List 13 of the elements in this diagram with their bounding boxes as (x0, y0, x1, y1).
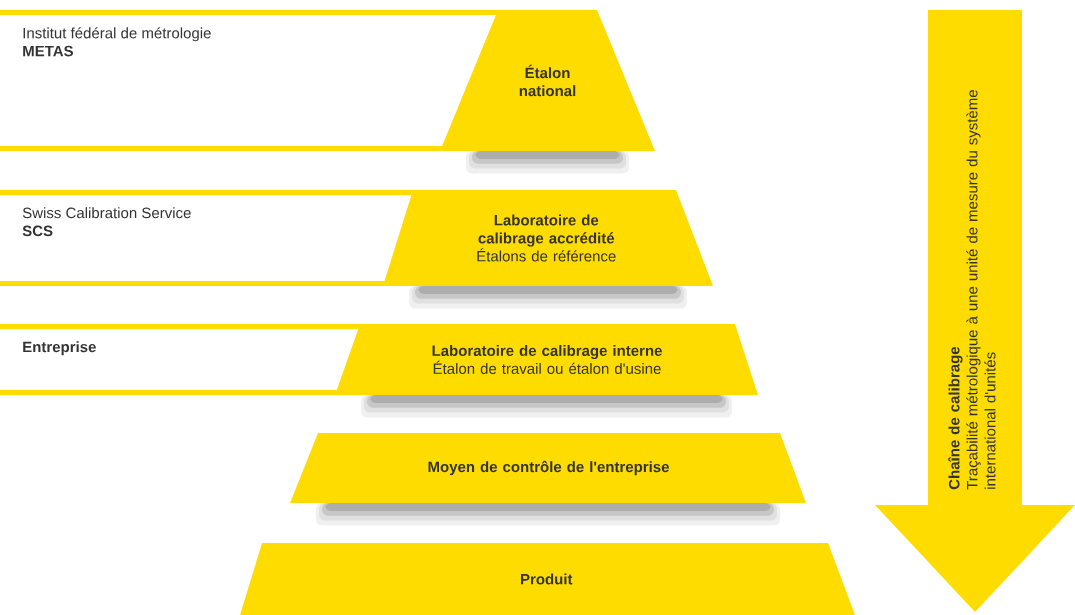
pyramid-tier: Produit (240, 543, 855, 615)
pyramid-tier: Laboratoire de calibrage interne Étalon de travail ou étalon d'usine (335, 324, 758, 418)
node-label: SCS (22, 225, 53, 237)
node-label: METAS (23, 45, 74, 57)
label-panel: Swiss Calibration Service SCS (0, 190, 428, 286)
label-panel: Entreprise (0, 324, 371, 395)
pyramid-tier: Moyen de contrôle de l'entreprise (290, 433, 806, 526)
node-label: Institut fédéral de métrologie (23, 27, 211, 42)
node-label: Entreprise (23, 341, 96, 356)
label-panel: Institut fédéral de métrologie METAS (0, 10, 507, 151)
pyramid-tier: Étalon national (440, 10, 655, 174)
node-label: Swiss Calibration Service (22, 207, 191, 219)
pyramid-tier: Laboratoire de calibrage accrédité Étalons de référence (383, 190, 713, 309)
